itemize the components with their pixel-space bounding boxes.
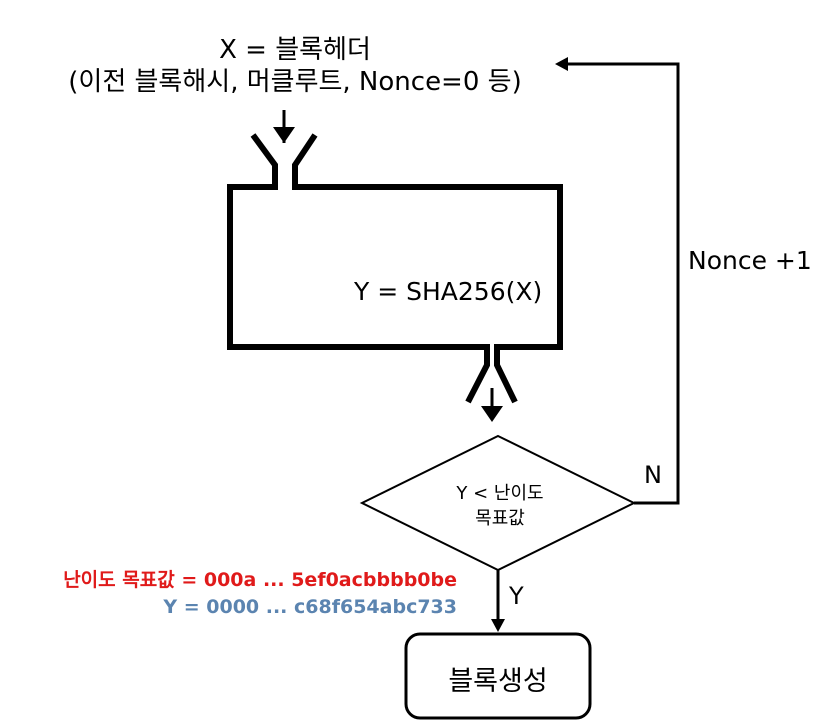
decision-text-line2: 목표값 <box>475 508 525 529</box>
yes-branch-label: Y <box>509 582 524 610</box>
hash-function-box <box>227 133 563 404</box>
block-created-box <box>404 632 592 720</box>
target-value-line: 난이도 목표값 = 000a ... 5ef0acbbbb0be <box>63 569 457 591</box>
output-arrowhead <box>481 406 503 422</box>
loop-back-arrowhead <box>555 57 568 71</box>
decision-text-line1: Y < 난이도 <box>456 483 544 504</box>
yes-arrowhead <box>491 619 505 632</box>
block-header-subtitle: (이전 블록해시, 머클루트, Nonce=0 등) <box>68 67 522 97</box>
hash-formula: Y = SHA256(X) <box>354 277 543 306</box>
block-created-label: 블록생성 <box>448 666 548 697</box>
input-arrowhead <box>273 127 295 143</box>
loop-back-line <box>566 62 680 505</box>
block-header-title: X = 블록헤더 <box>219 35 371 65</box>
nonce-increment-label: Nonce +1 <box>688 246 812 275</box>
no-branch-label: N <box>644 461 662 489</box>
hash-value-line: Y = 0000 ... c68f654abc733 <box>163 596 457 618</box>
